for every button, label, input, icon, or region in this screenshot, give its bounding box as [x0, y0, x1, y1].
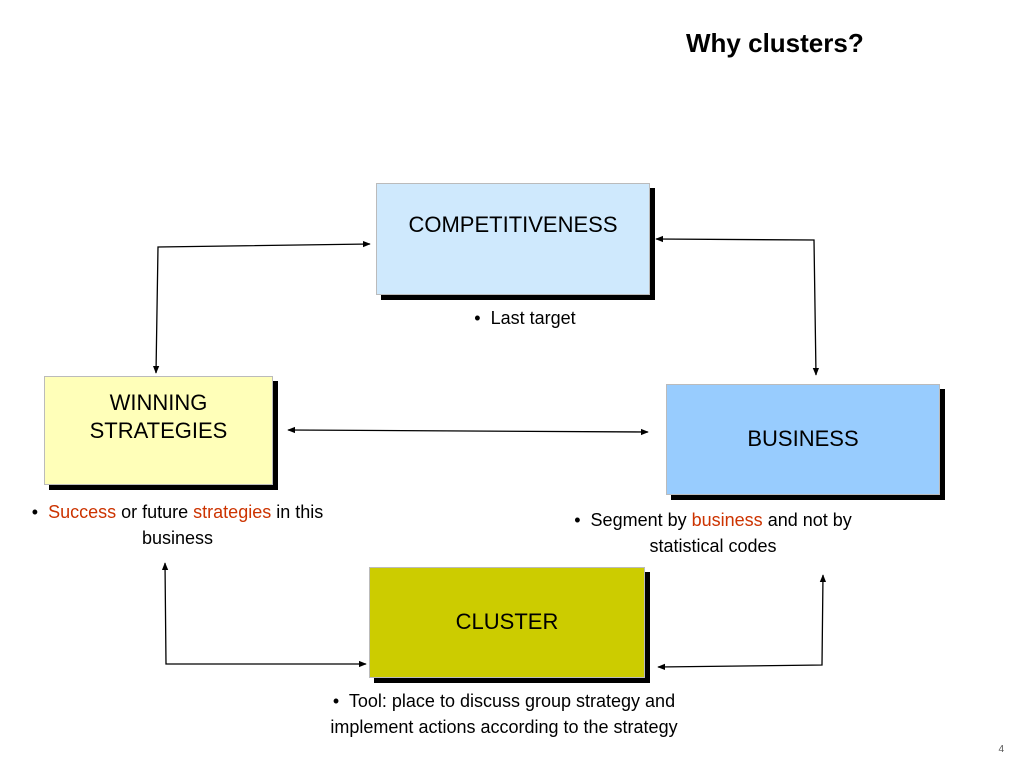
winning-note-text-tail: in this — [276, 502, 324, 522]
cluster-note: • Tool: place to discuss group strategy … — [262, 688, 746, 740]
cluster-label: CLUSTER — [455, 608, 559, 634]
business-box: BUSINESS — [666, 384, 940, 495]
competitiveness-box: COMPETITIVENESS — [376, 183, 650, 295]
competitiveness-note: • Last target — [420, 305, 630, 331]
winning-note-highlight-success: Success — [48, 502, 117, 522]
winning-label-line2: STRATEGIES — [89, 418, 228, 443]
business-note: • Segment by business and not by statist… — [528, 507, 898, 559]
winning-note-text-mid: or future — [121, 502, 189, 522]
arrow-cluster-to-business — [657, 574, 827, 671]
winning-strategies-label: WINNING STRATEGIES — [90, 389, 228, 445]
cluster-note-line2: implement actions according to the strat… — [330, 717, 678, 737]
bullet: • — [574, 510, 581, 530]
business-label: BUSINESS — [747, 425, 859, 451]
arrow-winning-to-competitiveness — [152, 240, 371, 374]
bullet: • — [31, 502, 39, 522]
business-note-text-post: and not by — [767, 510, 852, 530]
arrow-competitiveness-to-business — [655, 235, 820, 376]
bullet: • — [474, 308, 481, 328]
bullet: • — [332, 691, 340, 711]
slide-title: Why clusters? — [686, 28, 864, 58]
page-number: 4 — [998, 744, 1004, 755]
business-note-text-pre: Segment by — [590, 510, 687, 530]
arrow-winning-to-cluster — [161, 562, 367, 668]
competitiveness-note-text: Last target — [490, 308, 576, 328]
winning-strategies-box: WINNING STRATEGIES — [44, 376, 273, 485]
business-note-highlight: business — [691, 510, 763, 530]
winning-note: • Success or future strategies in this b… — [0, 499, 355, 551]
arrow-winning-business — [287, 426, 649, 436]
competitiveness-label: COMPETITIVENESS — [408, 212, 618, 237]
cluster-note-line1: Tool: place to discuss group strategy an… — [348, 691, 676, 711]
winning-label-line1: WINNING — [109, 390, 208, 415]
cluster-box: CLUSTER — [369, 567, 645, 678]
business-note-line2: statistical codes — [649, 536, 777, 556]
winning-note-line2: business — [141, 528, 214, 548]
winning-note-highlight-strategies: strategies — [193, 502, 272, 522]
